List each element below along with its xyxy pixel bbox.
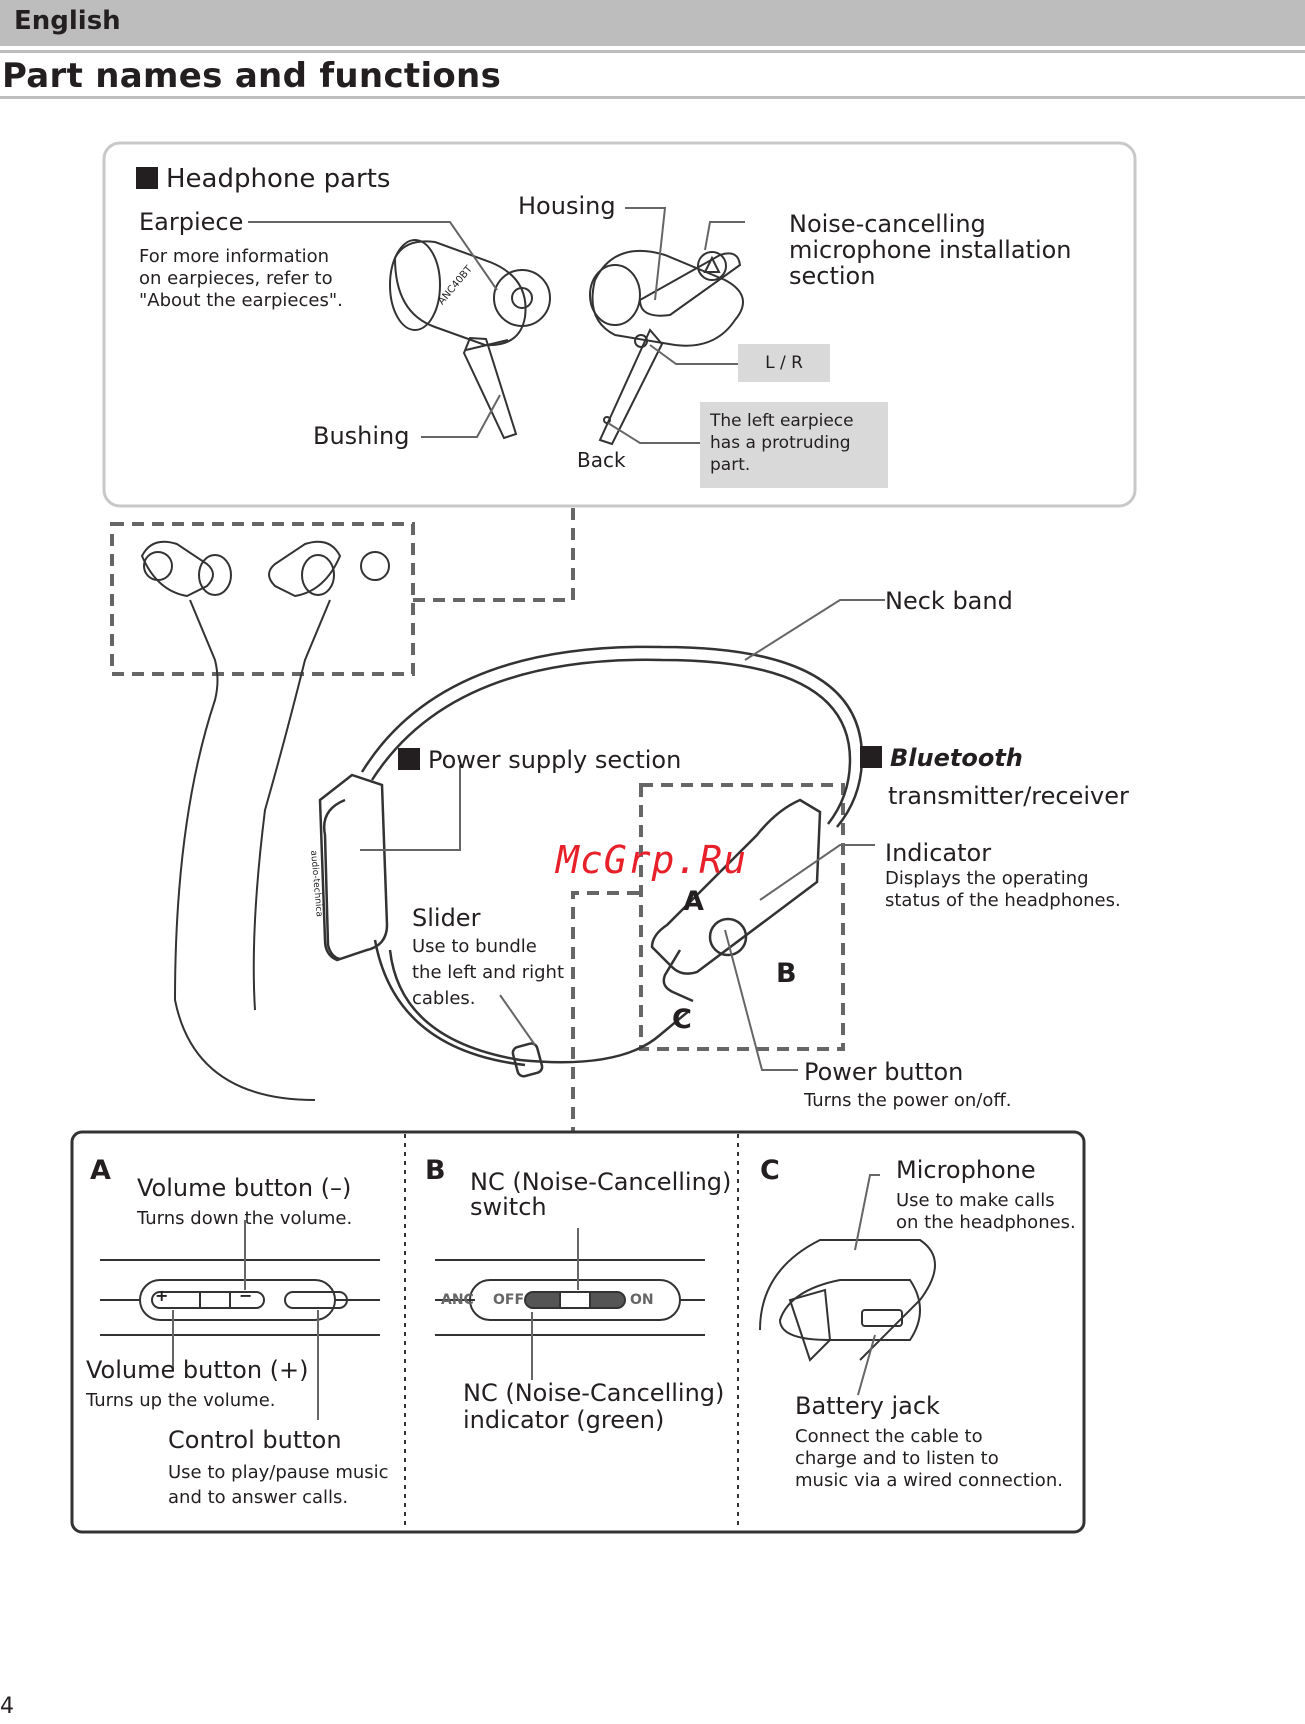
volume-down-description: Turns down the volume. — [137, 1208, 353, 1229]
bushing-label: Bushing — [313, 422, 410, 450]
callout-letter-a: A — [683, 886, 704, 917]
earpieces-dashed-box — [110, 522, 415, 676]
neckband-path — [360, 645, 864, 828]
earpiece-back-drawing — [589, 249, 744, 446]
headphone-parts-heading-text: Headphone parts — [166, 164, 391, 194]
housing-label: Housing — [518, 192, 616, 220]
transmitter-dashed-box — [639, 783, 845, 1051]
anc-text: ANC — [441, 1292, 474, 1308]
square-bullet-icon — [860, 746, 882, 768]
off-text: OFF — [493, 1292, 525, 1308]
left-earpiece-note: The left earpiece has a protruding part. — [700, 402, 888, 488]
volume-down-label: Volume button (–) — [137, 1174, 352, 1202]
panel-a-letter: A — [90, 1155, 111, 1186]
on-text: ON — [630, 1292, 654, 1308]
power-supply-label: Power supply section — [398, 746, 681, 774]
indicator-description: Displays the operating status of the hea… — [885, 868, 1121, 911]
control-button-description: Use to play/pause music and to answer ca… — [168, 1462, 389, 1508]
nc-switch-label: NC (Noise-Cancelling) switch — [470, 1168, 732, 1221]
language-bar: English — [0, 0, 1305, 46]
bluetooth-italic: Bluetooth — [890, 744, 1023, 772]
headphone-parts-heading: Headphone parts — [136, 164, 390, 194]
square-bullet-icon — [136, 167, 158, 189]
battery-jack-description: Connect the cable to charge and to liste… — [795, 1426, 1063, 1491]
neck-band-label: Neck band — [885, 587, 1013, 615]
slider-description: Use to bundle the left and right cables. — [412, 936, 565, 1009]
minus-icon: − — [239, 1286, 253, 1305]
watermark-text: McGrp.Ru — [556, 838, 748, 882]
headphone-parts-panel — [102, 141, 1137, 508]
page-title: Part names and functions — [2, 56, 502, 96]
microphone-description: Use to make calls on the headphones. — [896, 1190, 1076, 1233]
back-label: Back — [577, 448, 626, 472]
microphone-label: Microphone — [896, 1156, 1036, 1184]
power-button-description: Turns the power on/off. — [804, 1090, 1012, 1111]
power-button-label: Power button — [804, 1058, 964, 1086]
language-label: English — [14, 6, 121, 36]
page-number: 4 — [0, 1694, 14, 1719]
callout-letter-c: C — [672, 1004, 692, 1035]
control-button-label: Control button — [168, 1426, 342, 1454]
indicator-label: Indicator — [885, 839, 992, 867]
nc-indicator-label: NC (Noise-Cancelling) indicator (green) — [463, 1379, 725, 1434]
nc-mic-installation-label: Noise-cancelling microphone installation… — [789, 210, 1072, 290]
detail-panels — [70, 1130, 1086, 1534]
earpiece-label: Earpiece — [139, 208, 244, 236]
bluetooth-heading: Bluetooth — [860, 744, 1023, 772]
volume-up-label: Volume button (+) — [86, 1356, 309, 1384]
earpiece-front-drawing — [389, 239, 551, 440]
panel-b-letter: B — [425, 1155, 446, 1186]
volume-up-description: Turns up the volume. — [86, 1390, 276, 1411]
lr-label: L / R — [738, 344, 830, 382]
power-supply-text: Power supply section — [428, 746, 682, 774]
header-divider — [0, 50, 1305, 53]
callout-letter-b: B — [776, 958, 797, 989]
slider-label: Slider — [412, 904, 481, 932]
battery-jack-label: Battery jack — [795, 1392, 940, 1420]
transmitter-receiver-label: transmitter/receiver — [888, 782, 1129, 810]
plus-icon: + — [155, 1286, 169, 1305]
title-divider — [0, 96, 1305, 99]
panel-c-letter: C — [760, 1155, 780, 1186]
square-bullet-icon — [398, 748, 420, 770]
earpiece-description: For more information on earpieces, refer… — [139, 246, 343, 311]
